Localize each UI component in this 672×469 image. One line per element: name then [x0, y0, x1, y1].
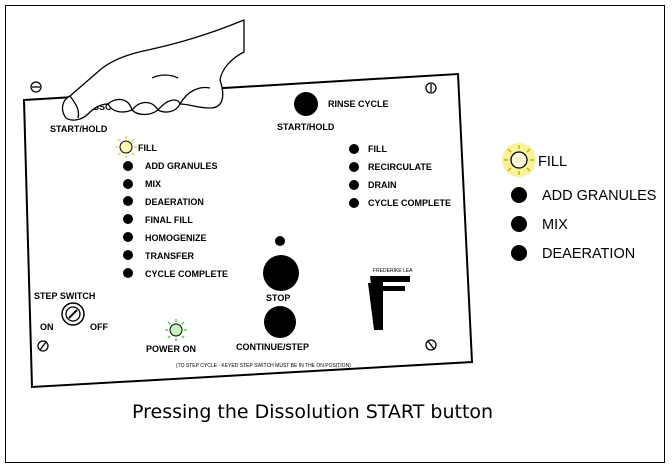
power-on-indicator-lit [165, 319, 187, 341]
legend-indicator-add-granules [511, 187, 527, 203]
stop-label: STOP [266, 293, 290, 303]
dissolution-button-label: DISSOLU [84, 102, 124, 112]
pointing-hand-illustration [61, 19, 245, 121]
step-switch-key[interactable] [61, 302, 85, 326]
rinse-start-hold-label: START/HOLD [277, 122, 335, 132]
legend-fill-indicator-lit [502, 143, 536, 177]
legend-item-label: FILL [538, 154, 567, 170]
dissolution-step-label: DEAERATION [145, 197, 204, 207]
dissolution-step-label: FINAL FILL [145, 215, 193, 225]
dissolution-step-label: TRANSFER [145, 251, 194, 261]
dissolution-indicator-homogenize [123, 232, 133, 242]
dissolution-step-label: MIX [145, 179, 161, 189]
dissolution-indicator-add-granules [123, 161, 133, 171]
screw-top-left [30, 81, 42, 93]
dissolution-indicator-deaeration [123, 196, 133, 206]
dissolution-step-label: ADD GRANULES [145, 161, 218, 171]
legend-indicator-mix [511, 216, 527, 232]
rinse-indicator-drain [349, 180, 359, 190]
dissolution-indicator-cycle-complete [123, 268, 133, 278]
rinse-step-label: FILL [368, 144, 387, 154]
rinse-step-label: CYCLE COMPLETE [368, 198, 451, 208]
dissolution-indicator-mix [123, 179, 133, 189]
manufacturer-logo [368, 276, 410, 330]
legend-item-label: MIX [542, 217, 568, 233]
dissolution-fill-indicator-lit [115, 136, 137, 158]
rinse-start-button[interactable] [294, 92, 318, 116]
rinse-cycle-label: RINSE CYCLE [328, 99, 389, 109]
legend-indicator-deaeration [511, 245, 527, 261]
step-cycle-footnote: (TO STEP CYCLE - KEYED STEP SWITCH MUST … [176, 363, 351, 369]
dissolution-step-label: CYCLE COMPLETE [145, 269, 228, 279]
legend-item-label: ADD GRANULES [542, 188, 656, 204]
dissolution-indicator-final-fill [123, 214, 133, 224]
dissolution-start-hold-label: START/HOLD [50, 124, 108, 134]
screw-bottom-left [37, 340, 49, 352]
power-on-label: POWER ON [146, 344, 196, 354]
legend-item-label: DEAERATION [542, 246, 635, 262]
logo-text: FREDERIKE LEA [373, 268, 413, 274]
step-switch-off-label: OFF [90, 322, 108, 332]
continue-step-button[interactable] [264, 306, 296, 338]
stop-indicator [275, 236, 285, 246]
continue-step-label: CONTINUE/STEP [236, 342, 309, 352]
dissolution-step-label: FILL [138, 143, 157, 153]
figure-caption: Pressing the Dissolution START button [132, 401, 493, 423]
rinse-indicator-fill [349, 144, 359, 154]
control-panel-outline [22, 72, 474, 389]
screw-top-right [425, 82, 437, 94]
stop-button[interactable] [263, 255, 299, 291]
rinse-indicator-cycle-complete [349, 198, 359, 208]
rinse-step-label: DRAIN [368, 180, 397, 190]
step-switch-label: STEP SWITCH [34, 291, 95, 301]
dissolution-step-label: HOMOGENIZE [145, 233, 207, 243]
rinse-indicator-recirculate [349, 162, 359, 172]
dissolution-indicator-transfer [123, 250, 133, 260]
rinse-step-label: RECIRCULATE [368, 162, 432, 172]
screw-bottom-right [425, 339, 437, 351]
step-switch-on-label: ON [40, 322, 54, 332]
